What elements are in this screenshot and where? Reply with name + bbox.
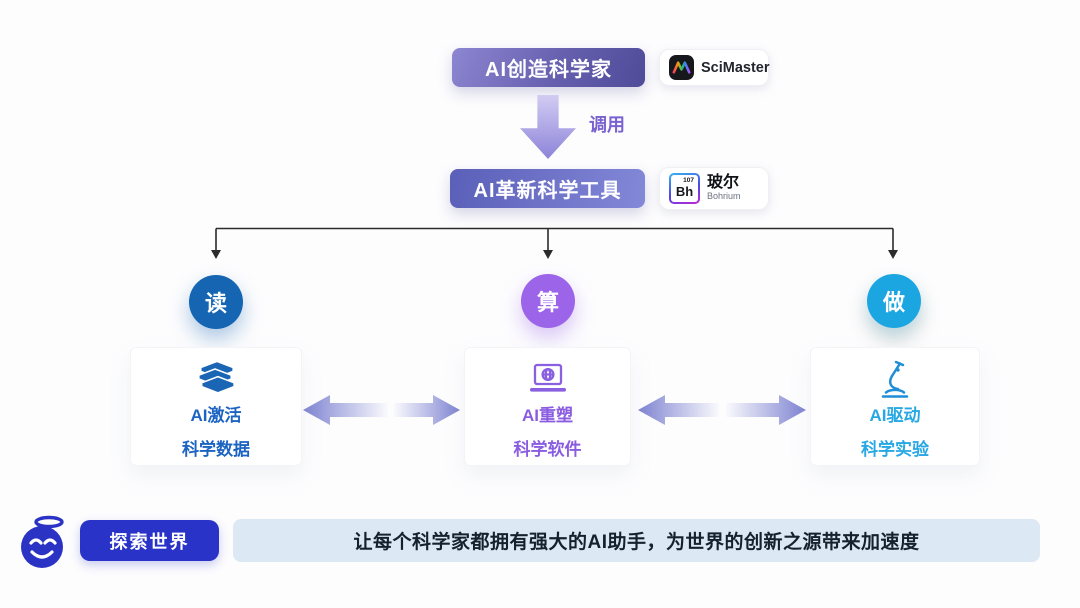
card-science-software: AI重塑 科学软件: [464, 347, 631, 466]
scimaster-badge[interactable]: SciMaster: [659, 49, 770, 86]
card-line: 科学实验: [861, 440, 929, 459]
card-line: 科学软件: [513, 440, 582, 459]
microscope-icon: [877, 359, 913, 399]
laptop-globe-icon: [526, 359, 570, 399]
scimaster-label: SciMaster: [701, 59, 770, 76]
bohrium-atomic-number: 107: [683, 177, 694, 184]
explore-world-button[interactable]: 探索世界: [80, 520, 219, 561]
card-science-data: AI激活 科学数据: [130, 347, 302, 466]
angel-smiley-icon: [18, 514, 72, 572]
circle-do: 做: [867, 274, 921, 328]
card-line: AI驱动: [869, 406, 921, 425]
card-line: AI激活: [190, 406, 242, 425]
bohrium-symbol: Bh: [675, 184, 694, 199]
bohrium-name-en: Bohrium: [707, 191, 741, 202]
call-label: 调用: [589, 115, 625, 135]
bohrium-name-cn: 玻尔: [707, 174, 740, 192]
circle-compute: 算: [521, 274, 575, 328]
bohrium-element-icon: 107 Bh: [669, 173, 700, 204]
card-science-experiment: AI驱动 科学实验: [810, 347, 980, 466]
bohrium-badge[interactable]: 107 Bh 玻尔 Bohrium: [659, 167, 769, 210]
call-down-arrow: [520, 95, 576, 159]
books-icon: [193, 359, 239, 399]
top-node-button[interactable]: AI创造科学家: [452, 48, 645, 87]
card-line: AI重塑: [522, 406, 573, 425]
slogan-banner: 让每个科学家都拥有强大的AI助手，为世界的创新之源带来加速度: [233, 519, 1040, 562]
tool-node-button[interactable]: AI革新科学工具: [450, 169, 645, 208]
card-line: 科学数据: [182, 440, 250, 459]
branch-arrowheads: [211, 250, 898, 259]
branch-connector: [215, 227, 894, 251]
circle-read: 读: [189, 275, 243, 329]
scimaster-logo-icon: [669, 55, 694, 80]
